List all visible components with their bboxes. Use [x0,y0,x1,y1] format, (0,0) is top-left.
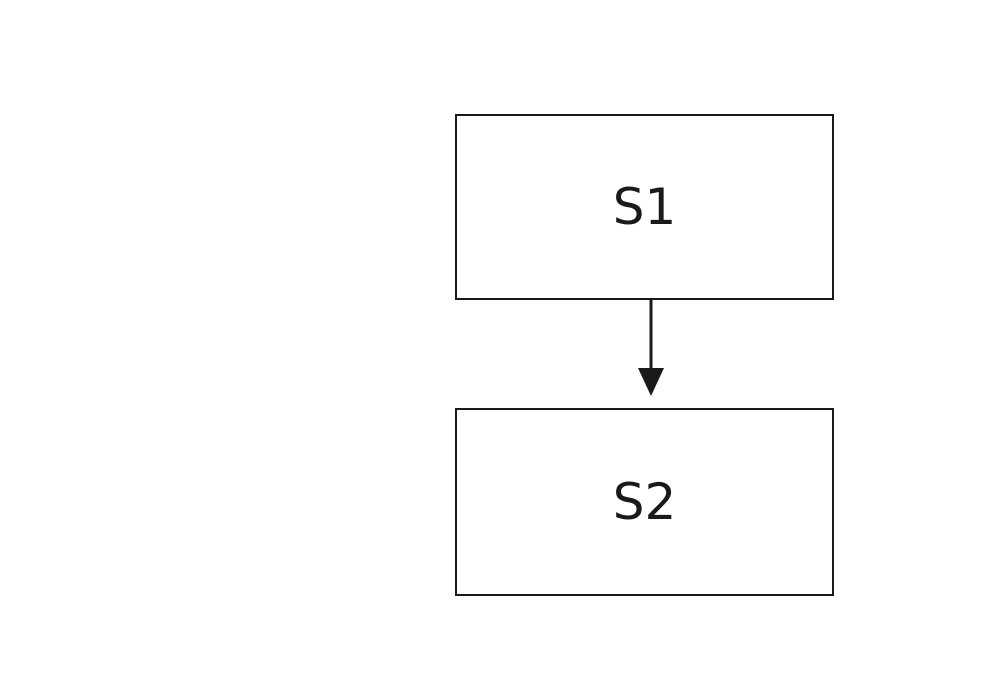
flowchart-edge-s1-to-s2 [638,298,664,396]
arrowhead-down-icon [638,368,664,396]
flowchart-node-s2[interactable]: S2 [455,408,834,596]
flowchart-node-s1[interactable]: S1 [455,114,834,300]
flowchart-node-s1-label: S1 [612,178,677,236]
flowchart-node-s2-label: S2 [612,473,677,531]
